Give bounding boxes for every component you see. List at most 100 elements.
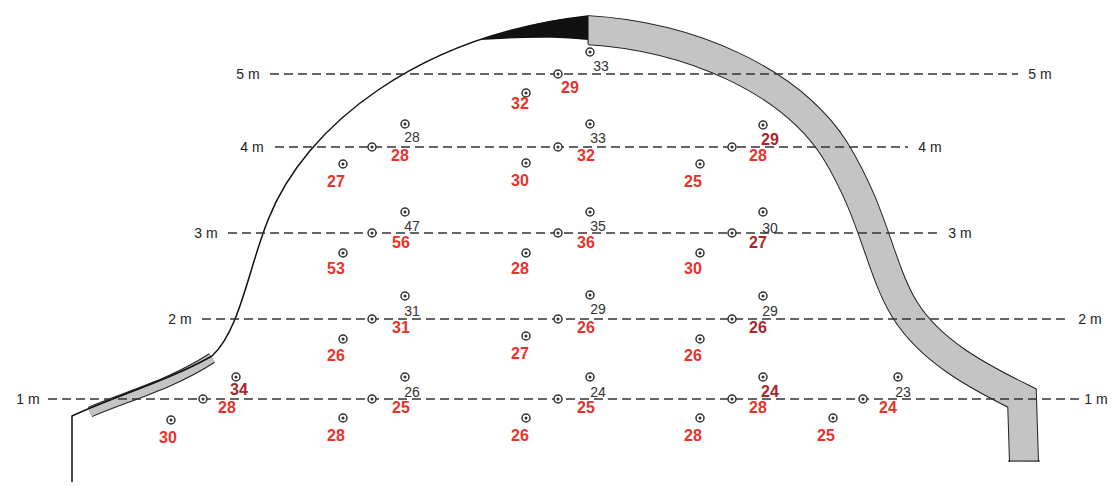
measure-point [371,146,374,149]
measure-point [699,163,702,166]
measure-point [368,315,376,323]
measure-value: 53 [326,261,346,277]
measure-point [554,229,562,237]
measure-point [167,416,175,424]
measure-point [522,414,530,422]
measure-value: 47 [403,219,421,233]
measure-point [762,295,765,298]
measure-value: 28 [748,148,768,164]
measure-points [167,48,902,424]
level-label: 1 m [13,392,42,406]
measure-point [557,146,560,149]
measure-point [522,159,530,167]
measure-point [404,211,407,214]
measure-point [759,373,767,381]
dome-outline [72,16,588,482]
measure-point [699,417,702,420]
measure-value: 27 [326,174,346,190]
measure-point [404,123,407,126]
measure-point [342,163,345,166]
measure-point [401,373,409,381]
measure-point [894,373,902,381]
measure-point [728,143,736,151]
measure-point [557,232,560,235]
level-label: 2 m [165,312,194,326]
measure-value: 28 [683,428,703,444]
measure-point [371,398,374,401]
measure-point [525,335,528,338]
measure-point [759,292,767,300]
measure-point [342,417,345,420]
measure-point [339,160,347,168]
measure-value: 27 [748,235,768,251]
measure-value: 36 [576,235,596,251]
measure-value: 26 [403,385,421,399]
measure-value: 32 [510,96,530,112]
measure-value: 26 [576,320,596,336]
measure-value: 34 [229,382,249,398]
measure-point [371,232,374,235]
measure-point [731,318,734,321]
measure-point [522,332,530,340]
measure-point [554,395,562,403]
measure-value: 26 [683,348,703,364]
measure-point [762,211,765,214]
measure-point [525,252,528,255]
measure-point [342,252,345,255]
measure-point [699,338,702,341]
measure-value: 30 [510,173,530,189]
measure-value: 30 [683,261,703,277]
measure-point [728,315,736,323]
level-label: 4 m [915,140,944,154]
measure-value: 30 [158,430,178,446]
measure-value: 25 [391,400,411,416]
measure-value: 35 [589,219,607,233]
measure-value: 24 [878,400,898,416]
level-label: 5 m [233,67,262,81]
measure-value: 26 [326,348,346,364]
measure-point [525,162,528,165]
measure-point [401,292,409,300]
measure-point [401,208,409,216]
measure-point [525,92,528,95]
measure-point [342,338,345,341]
measure-point [762,124,765,127]
measure-point [557,73,560,76]
measure-value: 26 [748,320,768,336]
measure-point [586,208,594,216]
measure-point [731,232,734,235]
level-label: 1 m [1081,392,1110,406]
level-line [48,74,1080,399]
measure-point [859,395,867,403]
measure-value: 29 [761,304,779,318]
measure-point [832,417,835,420]
measure-point [522,249,530,257]
measure-point [762,376,765,379]
measure-value: 56 [391,235,411,251]
level-label: 5 m [1025,67,1054,81]
measure-point [525,417,528,420]
measure-point [557,398,560,401]
measure-point [589,51,592,54]
measure-point [586,291,594,299]
measure-value: 24 [760,384,780,400]
measure-value: 33 [592,59,610,73]
measure-point [589,123,592,126]
measure-value: 25 [816,428,836,444]
measure-point [586,373,594,381]
measure-value: 31 [391,320,411,336]
measure-value: 29 [760,132,780,148]
measure-point [731,398,734,401]
measure-point [199,395,207,403]
measure-point [371,318,374,321]
measure-point [862,398,865,401]
measure-value: 24 [589,385,607,399]
measure-point [202,398,205,401]
measure-point [339,335,347,343]
measure-point [589,211,592,214]
measure-point [759,208,767,216]
measure-value: 33 [589,131,607,145]
measure-point [696,335,704,343]
